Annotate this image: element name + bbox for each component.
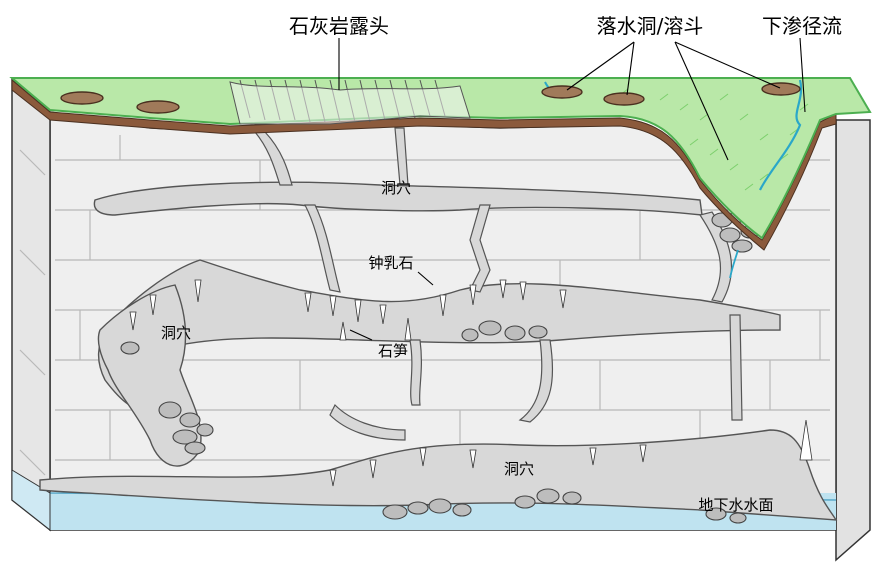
groundwater-left-face	[11, 469, 51, 532]
infiltration-stream	[759, 79, 803, 191]
label-cave-top: 洞穴	[381, 179, 411, 197]
conduits	[253, 127, 743, 441]
block-right-face	[835, 119, 871, 562]
label-infiltration-flow: 下渗径流	[762, 14, 842, 38]
green-surface	[9, 77, 872, 240]
label-limestone-outcrop: 石灰岩露头	[289, 14, 389, 38]
lower-cave	[39, 429, 838, 521]
label-stalactite: 钟乳石	[368, 254, 413, 272]
doline-hole-5	[761, 82, 801, 96]
soil-layer	[11, 78, 837, 251]
label-cave-bottom: 洞穴	[504, 460, 534, 478]
label-water-table: 地下水水面	[698, 496, 773, 514]
label-sinkhole-doline: 落水洞/溶斗	[597, 14, 704, 38]
block-left-face	[11, 78, 51, 532]
outcrop-patch	[229, 81, 471, 125]
label-stalagmite: 石笋	[378, 342, 408, 360]
doline-hole-1	[60, 91, 104, 105]
label-cave-left: 洞穴	[161, 324, 191, 342]
stalactites	[129, 279, 647, 487]
underground-trickle	[729, 249, 739, 279]
leader-lines	[338, 37, 806, 341]
doline-hole-4	[603, 92, 645, 106]
stalagmites	[339, 317, 813, 461]
doline-hole-3	[541, 85, 583, 99]
upper-cave-passage	[93, 181, 703, 216]
doline-hole-2	[136, 100, 180, 114]
